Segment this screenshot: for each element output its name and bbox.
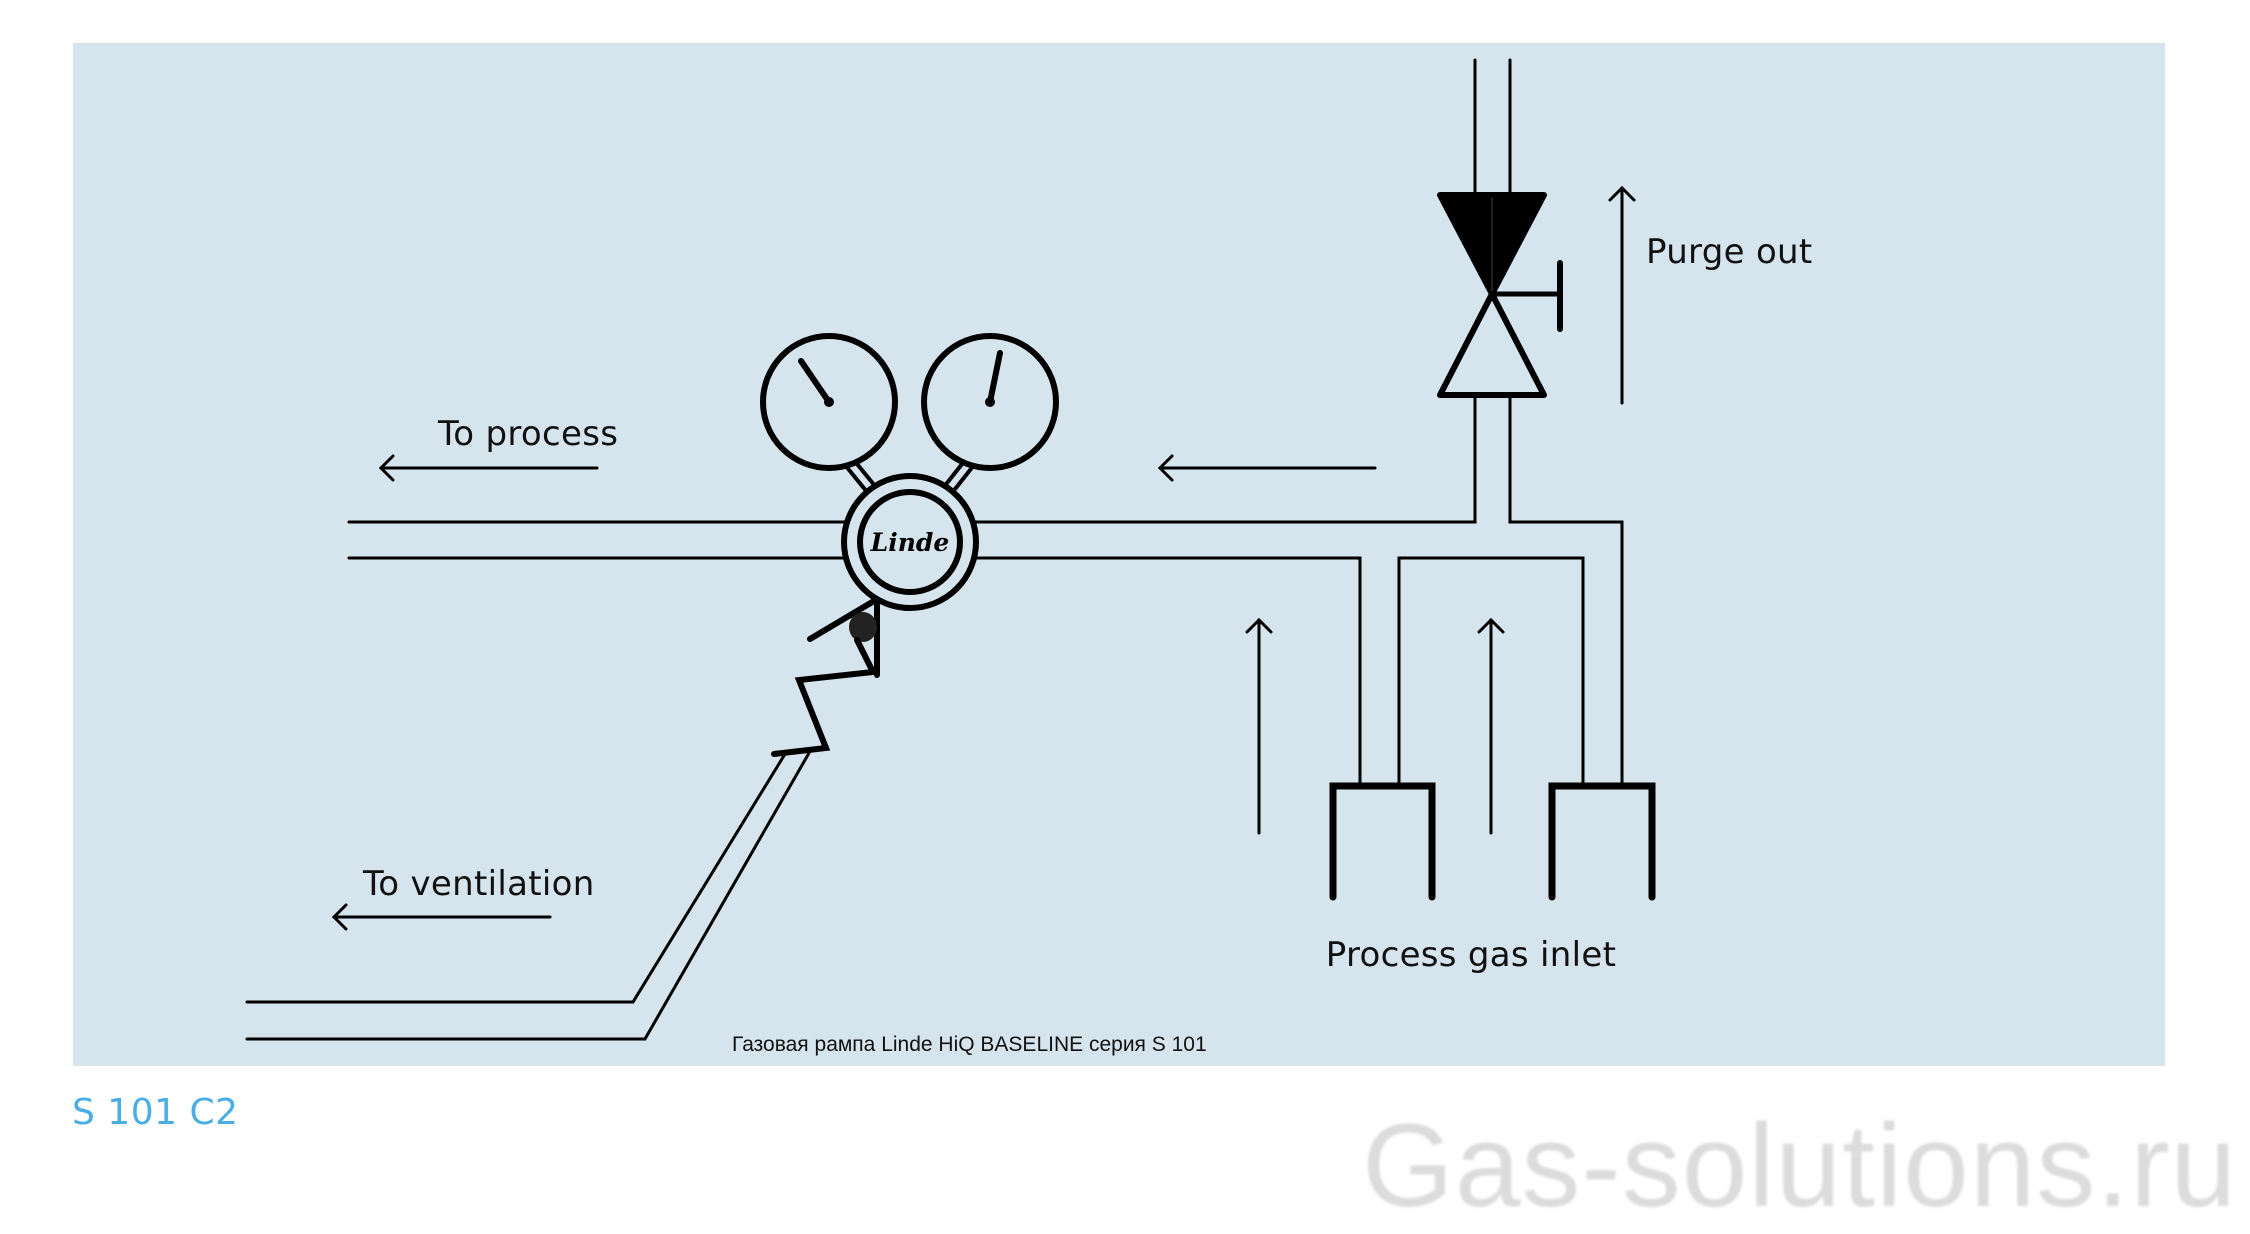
model-code: S 101 C2: [72, 1092, 239, 1133]
pipe-to-ventilation: [245, 751, 811, 1041]
arrow-up-icon: [1477, 617, 1505, 835]
arrow-up-icon: [1245, 617, 1273, 835]
pressure-gauge-icon: [921, 333, 1059, 507]
arrow-left-icon: [331, 903, 552, 931]
relief-valve-icon: [771, 598, 880, 757]
diagram-caption: Газовая рампа Linde HiQ BASELINE серия S…: [732, 1033, 1207, 1056]
linde-logo: Linde: [870, 528, 950, 557]
pressure-gauge-icon: [760, 333, 898, 507]
pipe-purge-out: [1473, 58, 1512, 197]
arrow-up-icon: [1608, 185, 1636, 405]
label-purge-out: Purge out: [1646, 232, 1813, 272]
watermark: Gas-solutions.ru: [1362, 1100, 2238, 1232]
arrow-left-icon: [378, 454, 599, 482]
label-to-ventilation: To ventilation: [362, 864, 595, 904]
label-process-gas-inlet: Process gas inlet: [1326, 935, 1617, 975]
pipe-inlet-manifold: [972, 396, 1624, 788]
cylinder-connection-2: [1548, 782, 1656, 901]
diagram-panel: [73, 43, 2165, 1066]
pressure-regulator-icon: [841, 473, 979, 611]
shutoff-valve-icon[interactable]: [1437, 192, 1563, 398]
cylinder-connection-1: [1329, 782, 1436, 901]
pipe-to-process: [347, 520, 848, 560]
label-to-process: To process: [437, 414, 618, 454]
arrow-left-icon: [1157, 454, 1377, 482]
